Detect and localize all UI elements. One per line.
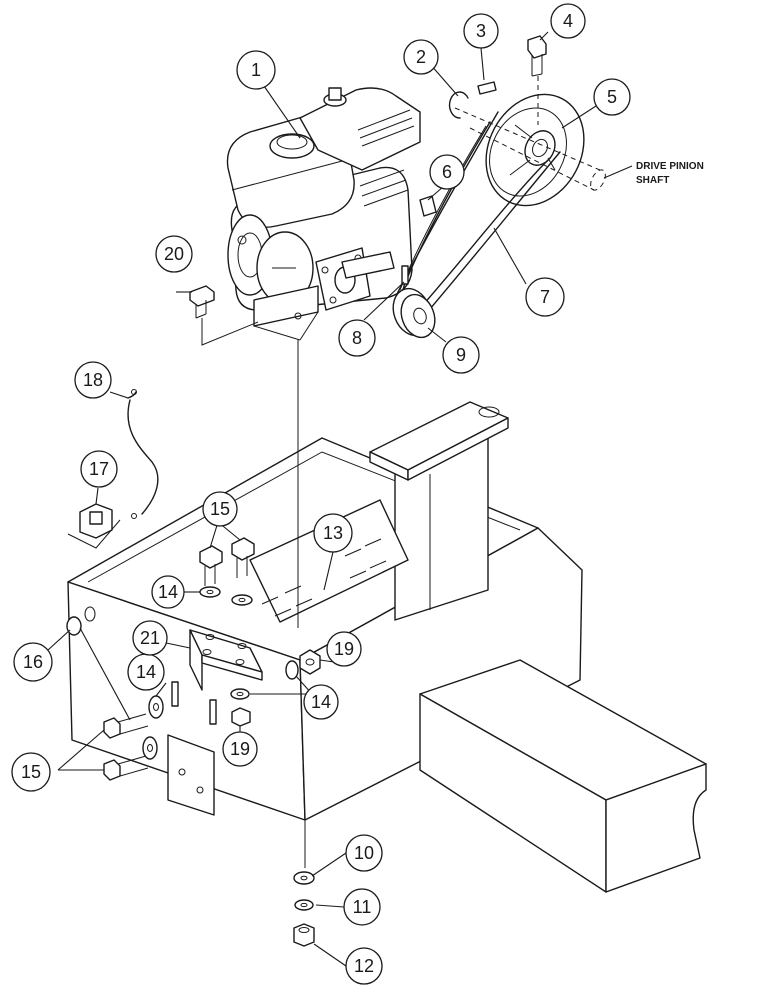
side-bolts: [103, 713, 149, 781]
callout-4-label: 4: [563, 11, 573, 31]
callout-14-top-label: 14: [158, 582, 178, 602]
callout-14-side-label: 14: [136, 662, 156, 682]
callout-18-label: 18: [83, 370, 103, 390]
callout-3: 3: [463, 13, 499, 49]
callout-2-label: 2: [416, 47, 426, 67]
callout-8: 8: [338, 319, 376, 357]
callout-15-top: 15: [202, 491, 238, 527]
callout-3-label: 3: [476, 21, 486, 41]
pulley-set-screw: [401, 265, 409, 285]
callout-14-side: 14: [127, 653, 165, 691]
callout-4: 4: [550, 3, 586, 39]
callout-18: 18: [74, 361, 112, 399]
dowel-pins: [171, 681, 217, 725]
bottom-nut: [293, 923, 315, 947]
callout-15-top-label: 15: [210, 499, 230, 519]
callout-12-label: 12: [354, 956, 374, 976]
callout-15-side: 15: [11, 752, 51, 792]
callout-5-label: 5: [607, 87, 617, 107]
callout-19-bottom: 19: [222, 731, 258, 767]
side-washers: [142, 660, 299, 760]
callout-1: 1: [236, 50, 276, 90]
engine-align-line: [201, 318, 259, 346]
drive-pinion-label: DRIVE PINION: [636, 161, 704, 172]
callout-17: 17: [80, 450, 118, 488]
callout-2: 2: [403, 39, 439, 75]
callout-5: 5: [593, 78, 631, 116]
switch-wire: [127, 389, 159, 519]
bottom-washer-flat: [293, 871, 315, 885]
retaining-ring: [448, 91, 469, 119]
callout-16-label: 16: [23, 652, 43, 672]
shaft-key: [477, 81, 497, 95]
callout-9-label: 9: [456, 345, 466, 365]
front-beam: [419, 659, 707, 893]
shaft-label: SHAFT: [636, 175, 669, 186]
callout-9: 9: [442, 336, 480, 374]
callout-6: 6: [429, 154, 465, 190]
bracket: [189, 629, 263, 691]
callout-6-label: 6: [442, 162, 452, 182]
callout-8-label: 8: [352, 328, 362, 348]
drive-pulley: [485, 93, 585, 207]
callout-19-right: 19: [326, 631, 362, 667]
engine-mount-bolt: [189, 285, 215, 319]
callout-21: 21: [132, 620, 168, 656]
callout-11-label: 11: [353, 897, 372, 917]
callout-7-label: 7: [540, 287, 550, 307]
callout-20-label: 20: [164, 244, 184, 264]
callout-10-label: 10: [354, 843, 374, 863]
callout-11: 11: [343, 888, 381, 926]
set-screw-bolt: [527, 35, 547, 125]
engine-pulley: [392, 287, 436, 339]
drive-pinion-shaft: [454, 107, 633, 191]
callout-14-right-label: 14: [311, 692, 331, 712]
callout-20: 20: [155, 235, 193, 273]
frame-upright: [369, 401, 509, 621]
engine-shaft-key: [419, 195, 437, 217]
hole-plug: [66, 606, 96, 636]
callout-7: 7: [525, 277, 565, 317]
callout-1-label: 1: [251, 60, 261, 80]
callout-10: 10: [345, 834, 383, 872]
callout-17-label: 17: [89, 459, 109, 479]
callout-16: 16: [13, 642, 53, 682]
switch-mount-line: [67, 519, 121, 549]
callout-13: 13: [313, 513, 353, 553]
callout-15-side-label: 15: [21, 762, 41, 782]
callout-14-right: 14: [303, 684, 339, 720]
lock-nuts: [231, 649, 321, 727]
callout-19-bottom-label: 19: [230, 739, 250, 759]
callout-13-label: 13: [323, 523, 343, 543]
callout-12: 12: [345, 947, 383, 985]
callout-21-label: 21: [140, 628, 160, 648]
engine: [226, 87, 421, 341]
bottom-lock-washer: [294, 899, 314, 911]
callout-19-right-label: 19: [334, 639, 354, 659]
callout-14-top: 14: [151, 575, 185, 609]
top-bolts: [199, 537, 255, 586]
kill-switch: [79, 503, 113, 539]
